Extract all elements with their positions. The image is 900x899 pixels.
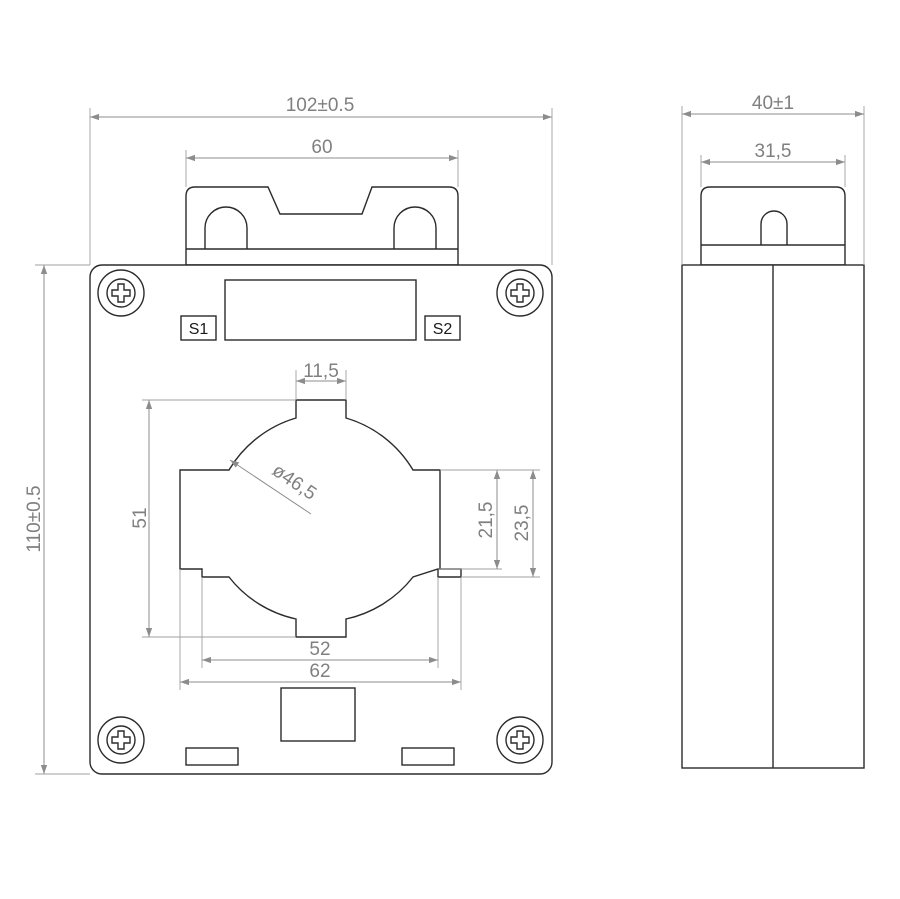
outer-width-label: 62	[309, 661, 330, 682]
top-bracket-hole-left	[204, 206, 248, 249]
dim-diameter-leader	[229, 459, 312, 515]
depth-label: 40±1	[752, 93, 794, 114]
side-view: 40±1 31,5	[681, 93, 865, 769]
screw-top-right	[496, 269, 544, 317]
inner-width-label: 52	[309, 639, 330, 660]
bracket-width-label: 60	[311, 137, 332, 158]
terminal-s1-label: S1	[189, 321, 209, 338]
terminal-s2-label: S2	[433, 321, 453, 338]
bottom-slot-left	[185, 747, 239, 766]
side-bracket	[700, 186, 846, 266]
side-inner-label: 21,5	[476, 502, 497, 539]
side-bracket-hole	[760, 210, 788, 245]
front-view: S1 S2 102±0.5	[24, 95, 553, 775]
side-outer-label: 23,5	[512, 505, 533, 542]
screw-top-left	[97, 269, 145, 317]
screw-bottom-left	[97, 716, 145, 764]
terminal-s2-box	[424, 315, 461, 341]
bottom-slot-right	[401, 747, 455, 766]
bracket-depth-label: 31,5	[755, 141, 792, 162]
overall-height-label: 110±0.5	[24, 485, 45, 552]
bottom-label-box	[280, 687, 356, 742]
overall-width-label: 102±0.5	[286, 95, 355, 116]
window-height-label: 51	[130, 507, 151, 528]
screw-bottom-right	[496, 716, 544, 764]
slot-width-label: 11,5	[303, 361, 339, 382]
top-bracket-hole-right	[393, 206, 437, 249]
terminal-s1-box	[180, 315, 217, 341]
label-window	[224, 279, 417, 341]
top-bracket	[185, 186, 459, 266]
